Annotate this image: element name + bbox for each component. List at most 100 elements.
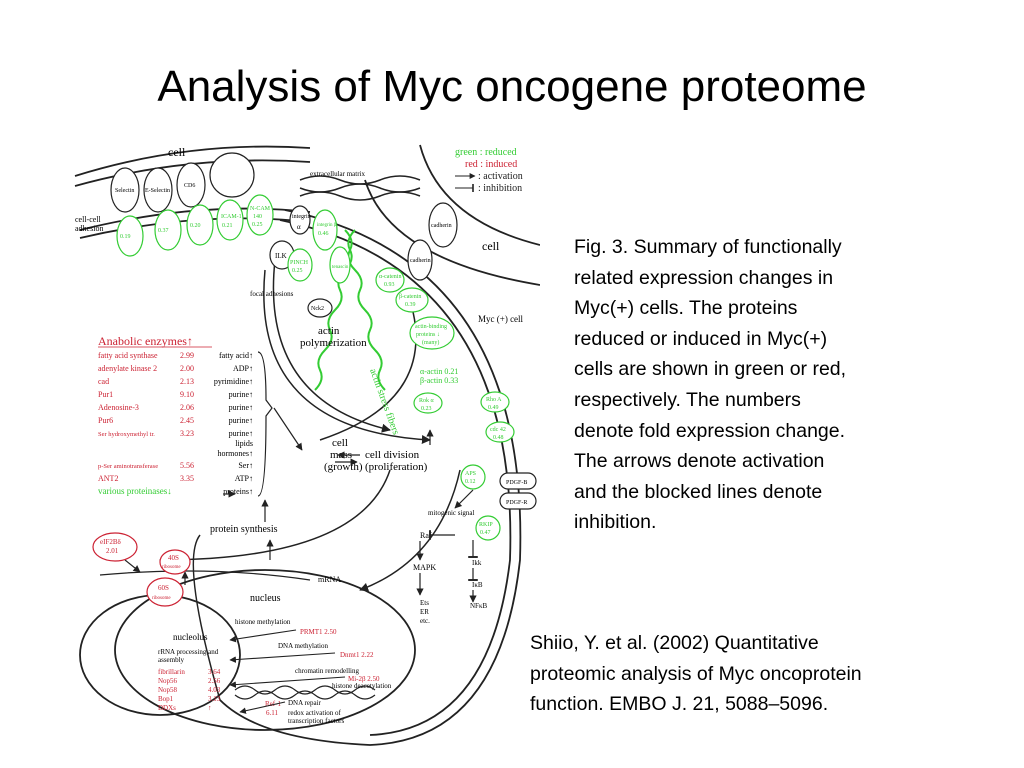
node-cadherin: cadherin	[431, 223, 452, 229]
legend-reduced: green : reduced	[455, 147, 517, 158]
proteins-product: proteins↑	[223, 487, 253, 496]
nucleolus-protein: DDXs	[158, 704, 176, 712]
caption-line: cells are shown in green or red,	[574, 358, 847, 381]
node-dnmt1: Dnmt1 2.22	[340, 651, 374, 659]
enzyme-product: pyrimidine↑	[214, 377, 253, 386]
enzyme-product: fatty acid↑	[219, 351, 253, 360]
enzyme-product: Ser↑	[238, 461, 253, 470]
caption-line: and the blocked lines denote	[574, 480, 823, 503]
enzyme-name: Adenosine-3	[98, 403, 139, 412]
label-cell-cell: cell-cell	[75, 215, 102, 224]
label-myc-cell: Myc (+) cell	[478, 314, 524, 324]
node-60s: 60S	[158, 584, 169, 592]
node-40s-ribosome: ribosome	[162, 565, 181, 570]
enzyme-value: 5.56	[180, 461, 194, 470]
node-ncam-val2: 0.25	[252, 222, 263, 228]
node-cadherin-c: 0.20	[190, 223, 201, 229]
node-rkip-val: 0.47	[480, 530, 491, 536]
node-selectin: Selectin	[115, 188, 134, 194]
enzyme-value: 9.10	[180, 390, 194, 399]
anabolic-enzyme-rows: fatty acid synthase 2.99 fatty acid↑ ade…	[98, 351, 253, 496]
label-actin: actin	[318, 325, 340, 337]
label-mrna: mRNA	[318, 575, 341, 584]
legend-inhibition: : inhibition	[478, 183, 522, 194]
node-rok: Rok α	[419, 398, 435, 404]
nucleolus-protein: fibrillarin	[158, 668, 185, 676]
node-cadherin-b: 0.37	[158, 228, 169, 234]
legend-induced: red : induced	[465, 159, 517, 170]
label-assembly: assembly	[158, 656, 185, 664]
node-beta-catenin-val: 0.39	[405, 302, 416, 308]
enzyme-value: 2.99	[180, 351, 194, 360]
nucleolus-value: 3.13	[208, 695, 221, 703]
label-actin-stress: actin stress fibers	[367, 367, 401, 436]
enzyme-product: ADP↑	[233, 364, 253, 373]
label-beta-actin: β-actin 0.33	[420, 376, 458, 385]
label-histone-methylation: histone methylation	[235, 618, 291, 626]
node-40s: 40S	[168, 554, 179, 562]
node-pinch-val: 0.25	[292, 268, 303, 274]
label-chromatin: chromatin remodelling	[295, 667, 359, 675]
nucleolus-protein: Nop58	[158, 686, 178, 694]
node-cadherin-a: 0.19	[120, 234, 131, 240]
nucleolus-value: 3.64	[208, 668, 221, 676]
reduced-proteins	[116, 194, 515, 541]
node-60s-ribosome: ribosome	[152, 596, 171, 601]
label-etc: etc.	[420, 617, 430, 625]
caption-line: reduced or induced in Myc(+)	[574, 327, 828, 350]
membrane-proteins	[110, 152, 537, 510]
node-cdc42: cdc 42	[490, 427, 506, 433]
node-alpha-catenin: α-catenin	[379, 274, 401, 280]
nucleolus-value: ↑	[208, 704, 212, 712]
label-protein-synthesis: protein synthesis	[210, 524, 278, 535]
node-alpha: α	[297, 223, 301, 231]
citation: Shiio, Y. et al. (2002) Quantitative pro…	[530, 628, 950, 720]
label-focal-adhesions: focal adhesions	[250, 290, 294, 298]
node-e-selectin: E-Selectin	[145, 188, 170, 194]
node-mi2b: Mi-2β 2.50	[348, 675, 380, 683]
enzyme-name: adenylate kinase 2	[98, 364, 157, 373]
caption-line: The arrows denote activation	[574, 450, 825, 473]
enzyme-product: purine↑	[229, 429, 253, 438]
node-icam-val: 0.21	[222, 223, 233, 229]
node-nck2: Nck2	[311, 306, 324, 312]
node-eif: eIF2Bδ	[100, 538, 122, 546]
enzyme-product: purine↑	[229, 390, 253, 399]
node-actin-binding-3: (many)	[422, 339, 439, 346]
label-cell-top: cell	[168, 145, 186, 159]
nucleolus-proteins: fibrillarin 3.64 Nop56 2.56 Nop58 4.03 B…	[158, 668, 221, 712]
label-rrna: rRNA processing and	[158, 648, 219, 656]
extra-product: lipids	[235, 439, 253, 448]
node-beta-catenin: β-catenin	[399, 294, 421, 300]
node-integrin-beta-val: 0.46	[318, 231, 329, 237]
nucleus-arrows	[229, 629, 346, 714]
dna-helix	[234, 685, 376, 700]
node-rkip: RKIP	[479, 522, 493, 528]
enzyme-value: 2.45	[180, 416, 194, 425]
node-cdc42-val: 0.48	[493, 435, 504, 441]
label-er: ER	[420, 608, 429, 616]
enzyme-name: Pur1	[98, 390, 113, 399]
slide-title: Analysis of Myc oncogene proteome	[157, 62, 867, 111]
enzyme-name: ANT2	[98, 474, 118, 483]
enzyme-name: cad	[98, 377, 109, 386]
anabolic-brace	[99, 351, 478, 603]
node-pdgf-r: PDGF-R	[506, 500, 527, 506]
node-ref1: Ref-1	[265, 700, 281, 708]
node-rho: Rho A	[486, 397, 502, 403]
label-cell-mass-3: (growth)	[324, 461, 363, 473]
node-pdgf-b: PDGF-B	[506, 480, 527, 486]
figure-caption: Fig. 3. Summary of functionally related …	[574, 232, 914, 538]
node-aps: APS	[465, 471, 476, 477]
caption-line: respectively. The numbers	[574, 388, 801, 411]
nucleolus-value: 4.03	[208, 686, 221, 694]
label-mapk: MAPK	[413, 563, 436, 572]
node-pinch: PINCH	[290, 260, 309, 266]
label-nucleolus: nucleolus	[173, 632, 208, 642]
label-ikk: Ikk	[472, 559, 482, 567]
label-adhesion: adhesion	[75, 224, 103, 233]
node-ncam: N-CAM	[250, 206, 271, 212]
node-ilk: ILK	[275, 252, 287, 260]
enzyme-product: purine↑	[229, 416, 253, 425]
caption-line: related expression changes in	[574, 266, 834, 289]
